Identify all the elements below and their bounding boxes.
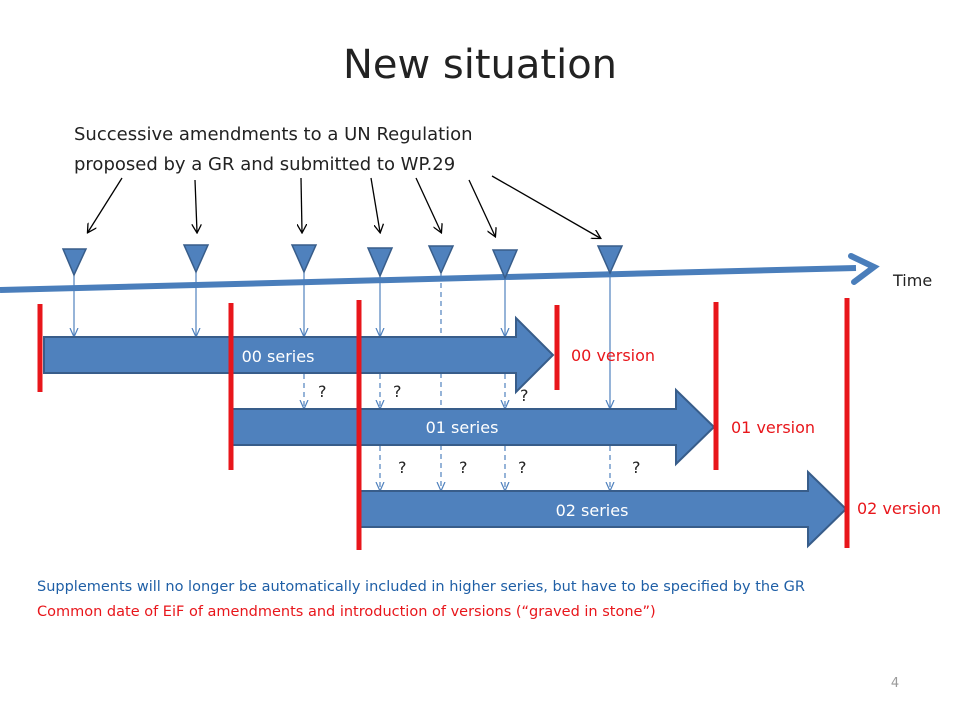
amendment-marker-5 <box>427 245 455 275</box>
amendment-marker-1 <box>61 248 88 277</box>
question-mark-02-c: ? <box>518 458 527 477</box>
amendment-marker-7 <box>596 245 624 275</box>
note-pointer-arrows <box>88 175 600 238</box>
question-mark-02-a: ? <box>398 458 407 477</box>
amendment-marker-2 <box>182 244 210 274</box>
time-axis <box>0 253 880 293</box>
amendments-note-line-2: proposed by a GR and submitted to WP.29 <box>74 154 456 175</box>
version-label-01: 01 version <box>731 418 815 437</box>
series-label-00: 00 series <box>242 347 315 366</box>
series-arrow-01 <box>231 387 716 467</box>
note-pointer-4 <box>370 177 380 232</box>
note-pointer-1 <box>88 177 123 232</box>
series-arrow-02 <box>359 469 848 549</box>
question-mark-01-c: ? <box>520 386 529 405</box>
drop-lines <box>74 272 610 490</box>
question-mark-02-b: ? <box>459 458 468 477</box>
question-marks: ? ? ? ? ? ? ? <box>318 382 641 477</box>
time-label: Time <box>892 271 932 290</box>
footnote-supplements: Supplements will no longer be automatica… <box>37 579 805 595</box>
page-number: 4 <box>890 676 900 691</box>
question-mark-01-a: ? <box>318 382 327 401</box>
amendment-marker-4 <box>366 247 394 278</box>
amendment-marker-6 <box>491 249 519 280</box>
version-label-00: 00 version <box>571 346 655 365</box>
series-labels: 00 series 01 series 02 series <box>242 347 629 520</box>
version-labels: 00 version 01 version 02 version <box>571 346 941 518</box>
amendment-markers <box>61 244 624 280</box>
amendments-note-line-1: Successive amendments to a UN Regulation <box>74 124 473 145</box>
footnote-common-date: Common date of EiF of amendments and int… <box>37 604 656 620</box>
question-mark-02-d: ? <box>632 458 641 477</box>
question-mark-01-b: ? <box>393 382 402 401</box>
version-lines <box>37 298 850 550</box>
time-axis-arrowhead <box>848 253 880 285</box>
series-label-01: 01 series <box>426 418 499 437</box>
note-pointer-6 <box>468 179 495 236</box>
series-label-02: 02 series <box>556 501 629 520</box>
note-pointer-7 <box>491 175 600 238</box>
amendment-marker-3 <box>290 244 318 274</box>
note-pointer-3 <box>301 177 302 232</box>
series-arrow-00 <box>43 315 555 395</box>
note-pointer-5 <box>415 177 441 232</box>
slide-title: New situation <box>342 42 618 88</box>
note-pointer-2 <box>195 179 197 232</box>
series-arrows <box>43 315 848 549</box>
version-label-02: 02 version <box>857 499 941 518</box>
